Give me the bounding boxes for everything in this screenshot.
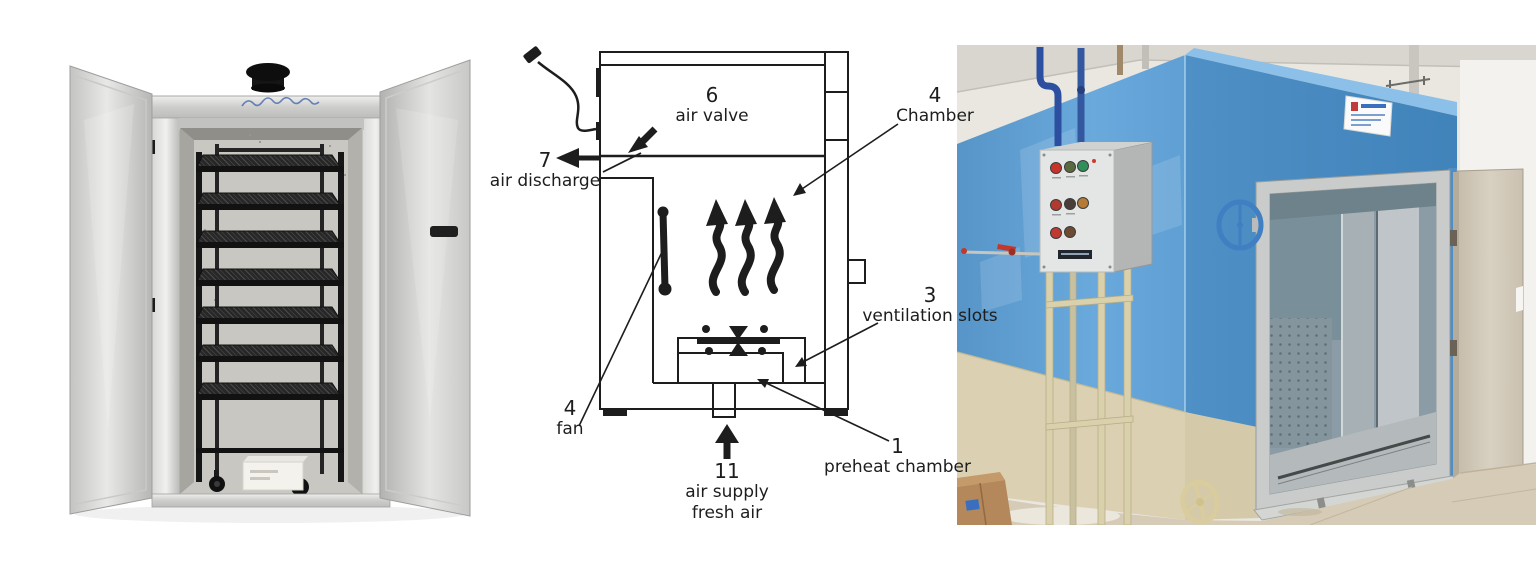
door-handle [430, 226, 458, 237]
oven-sill [151, 493, 391, 508]
open-door [1450, 168, 1524, 508]
door-tag [1516, 286, 1523, 312]
label-air-supply-text2: fresh air [691, 503, 763, 523]
label-fan-number: 4 [563, 396, 577, 420]
oven-left-door [69, 65, 153, 515]
label-air-valve: 6 air valve [632, 85, 792, 127]
oven-vent-cap [246, 63, 290, 93]
label-chamber: 4 Chamber [870, 85, 1000, 127]
label-air-supply: 11 air supply fresh air [647, 461, 807, 524]
label-air-valve-text: air valve [675, 106, 749, 126]
label-air-discharge: 7 air discharge [475, 150, 615, 192]
label-air-discharge-number: 7 [538, 148, 552, 172]
label-preheat-chamber: 1 preheat chamber [810, 436, 985, 478]
label-chamber-text: Chamber [896, 106, 974, 126]
air-discharge-arrow [556, 148, 600, 168]
label-ventilation-slots-text: ventilation slots [862, 306, 998, 326]
right-photo-chamber [957, 45, 1536, 525]
power-cord [523, 46, 597, 133]
cream-hand-wheel [1180, 479, 1220, 525]
label-preheat-chamber-text: preheat chamber [824, 457, 971, 477]
fan-symbol [657, 206, 672, 296]
ceiling [957, 45, 1536, 92]
chamber-roof [1185, 48, 1457, 116]
label-air-supply-text: air supply [685, 482, 769, 502]
cardboard-box [957, 472, 1012, 525]
label-preheat-chamber-number: 1 [891, 434, 904, 458]
oven-right-door [379, 59, 471, 517]
burner-grate [697, 325, 780, 356]
white-box [242, 456, 308, 491]
panel-buttons [1050, 159, 1096, 239]
oven-lintel [178, 118, 364, 130]
chamber-front-cream-band [1185, 412, 1262, 520]
label-fan-text: fan [556, 419, 584, 439]
air-supply-arrow [715, 424, 739, 459]
control-panel [961, 47, 1153, 525]
label-air-valve-number: 6 [705, 83, 719, 107]
floor-shadow [75, 505, 465, 523]
cabinet-feet [596, 68, 848, 416]
blue-ring-handle [1216, 199, 1264, 251]
roof-bracket [1385, 76, 1431, 88]
leader-lines [578, 123, 899, 442]
label-chamber-number: 4 [928, 83, 942, 107]
label-air-discharge-text: air discharge [489, 171, 601, 191]
side-valve [961, 244, 1041, 256]
label-fan: 4 fan [535, 398, 605, 440]
oven-schematic [523, 46, 899, 459]
label-air-supply-number: 11 [714, 459, 740, 483]
hot-air-arrows [706, 197, 786, 296]
info-sign [1343, 95, 1393, 137]
label-ventilation-slots-number: 3 [923, 283, 937, 307]
left-photo-oven [69, 59, 471, 523]
brand-logo-script [241, 96, 320, 107]
oven-left-pillar [151, 117, 181, 501]
label-ventilation-slots: 3 ventilation slots [855, 285, 1005, 327]
room-floor [957, 462, 1536, 525]
rack-trolley [196, 144, 344, 496]
chamber-interior [1270, 183, 1436, 494]
door-edge-blue-strip [1448, 168, 1457, 508]
air-valve-indicator [602, 126, 658, 173]
